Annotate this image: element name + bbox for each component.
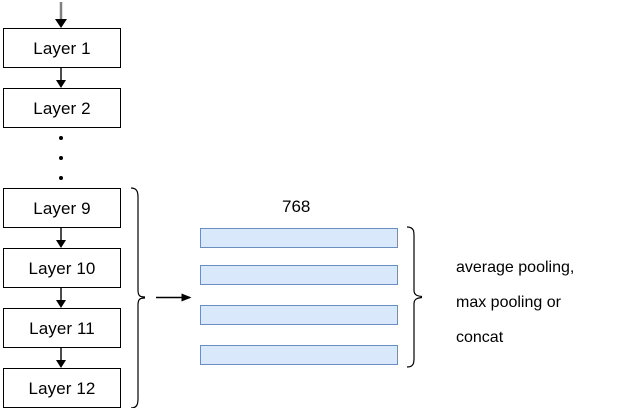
right-group-brace bbox=[406, 226, 423, 368]
vector-dimension-label: 768 bbox=[282, 197, 311, 216]
ellipsis-dot bbox=[59, 156, 63, 160]
layer-box-2: Layer 2 bbox=[3, 88, 121, 128]
layer-box-11: Layer 11 bbox=[3, 308, 121, 348]
arrow-layer10-to-layer11 bbox=[56, 288, 66, 308]
layer-box-label: Layer 11 bbox=[29, 318, 95, 338]
hidden-vector-bar-1 bbox=[200, 228, 398, 248]
hidden-vector-bar-4 bbox=[200, 345, 398, 365]
arrow-layer11-to-layer12 bbox=[56, 348, 66, 368]
layer-box-label: Layer 9 bbox=[33, 198, 91, 218]
hidden-vector-bar-3 bbox=[200, 305, 398, 325]
ellipsis-dot bbox=[59, 136, 63, 140]
layer-box-label: Layer 2 bbox=[33, 98, 91, 118]
left-group-brace bbox=[130, 187, 146, 408]
layer-box-9: Layer 9 bbox=[3, 188, 121, 228]
layer-box-label: Layer 10 bbox=[28, 258, 96, 278]
pooling-note-line-2: max pooling or bbox=[456, 294, 561, 311]
pooling-note-line-3: concat bbox=[456, 329, 504, 346]
layer-box-12: Layer 12 bbox=[3, 368, 121, 408]
layer-box-1: Layer 1 bbox=[3, 28, 121, 68]
pooling-note-line-1: average pooling, bbox=[456, 259, 575, 276]
layer-box-10: Layer 10 bbox=[3, 248, 121, 288]
arrow-layer1-to-layer2 bbox=[56, 68, 66, 88]
arrow-layer9-to-layer10 bbox=[56, 228, 66, 248]
hidden-vector-bar-2 bbox=[200, 265, 398, 285]
input-arrow-icon bbox=[55, 2, 67, 28]
layer-box-label: Layer 1 bbox=[33, 38, 91, 58]
layer-box-label: Layer 12 bbox=[28, 378, 96, 398]
ellipsis-dot bbox=[59, 176, 63, 180]
